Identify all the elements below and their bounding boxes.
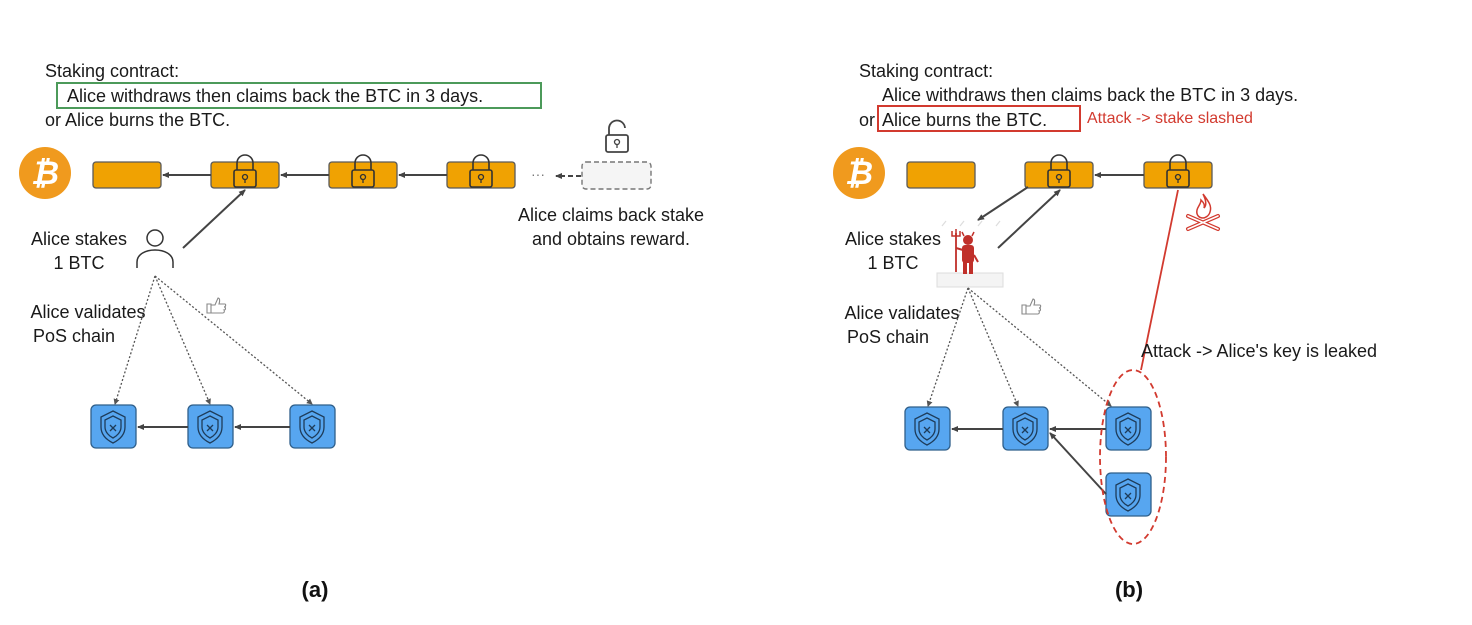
panel-a: Staking contract: Alice withdraws then c…: [19, 61, 704, 602]
contract-option-withdraw: Alice withdraws then claims back the BTC…: [67, 86, 483, 106]
contract-option-burn: Alice burns the BTC.: [882, 110, 1047, 130]
validate-link: [967, 287, 1019, 407]
user-icon: [136, 229, 174, 268]
validate-label-line2: PoS chain: [847, 327, 929, 347]
contract-title: Staking contract:: [45, 61, 179, 81]
stake-arrow: [997, 189, 1061, 249]
bitcoin-logo-icon: [19, 147, 71, 199]
caption-a: (a): [302, 577, 329, 602]
claim-label-line1: Alice claims back stake: [518, 205, 704, 225]
validate-link: [154, 275, 313, 405]
caption-b: (b): [1115, 577, 1143, 602]
thumbs-up-icon: [206, 297, 227, 314]
claim-label-line2: and obtains reward.: [532, 229, 690, 249]
validate-link: [967, 287, 1112, 407]
contract-option-withdraw: Alice withdraws then claims back the BTC…: [882, 85, 1298, 105]
validate-label-line1: Alice validates: [30, 302, 145, 322]
ellipsis: ···: [531, 166, 545, 182]
fire-icon: [1186, 193, 1220, 231]
stake-label-line2: 1 BTC: [53, 253, 104, 273]
pos-fork-arrow: [1049, 432, 1107, 495]
attack-leaked-label: Attack -> Alice's key is leaked: [1141, 341, 1377, 361]
validate-link: [113, 275, 156, 405]
unlock-icon: [605, 119, 629, 153]
validate-link: [154, 275, 211, 405]
validate-label-line1: Alice validates: [844, 303, 959, 323]
panel-b: Staking contract: Alice withdraws then c…: [833, 61, 1377, 602]
withdraw-arrow: [977, 186, 1029, 221]
stake-label-line1: Alice stakes: [845, 229, 941, 249]
attack-slashed-label: Attack -> stake slashed: [1087, 110, 1253, 127]
attack-link: [1140, 189, 1179, 371]
stake-label-line2: 1 BTC: [867, 253, 918, 273]
stake-arrow: [182, 189, 246, 249]
btc-block-1: [906, 161, 976, 189]
contract-title: Staking contract:: [859, 61, 993, 81]
equivocation-highlight: [1099, 369, 1167, 545]
contract-highlight-box: [877, 105, 1081, 132]
stake-label-line1: Alice stakes: [31, 229, 127, 249]
bitcoin-logo-icon: [833, 147, 885, 199]
validate-label-line2: PoS chain: [33, 326, 115, 346]
devil-icon: [936, 220, 1004, 288]
pending-block: [581, 161, 652, 190]
contract-option-burn: or Alice burns the BTC.: [45, 110, 230, 130]
contract-or: or: [859, 110, 875, 130]
contract-highlight-box: [56, 82, 542, 109]
thumbs-up-icon: [1021, 298, 1042, 315]
btc-block-1: [92, 161, 162, 189]
validate-link: [926, 287, 969, 407]
